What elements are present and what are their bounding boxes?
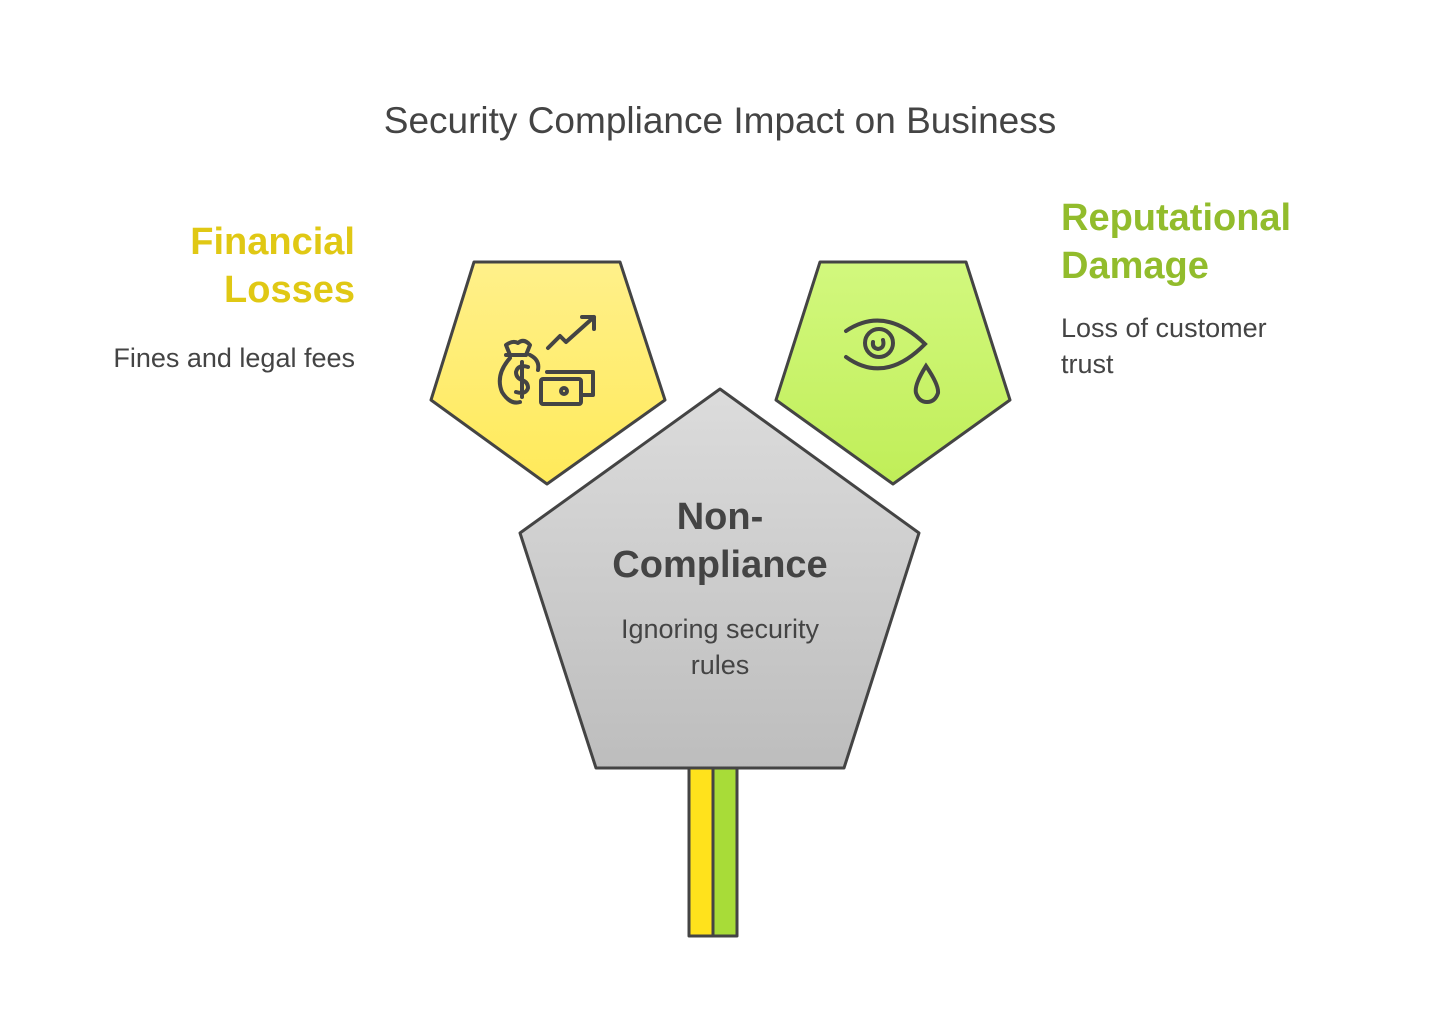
financial-title-2: Losses xyxy=(224,269,355,311)
center-title-1: Non- xyxy=(676,496,764,538)
reputational-title-1: Reputational xyxy=(1061,197,1292,239)
stem-yellow xyxy=(687,766,715,938)
center-label: Non- Compliance Ignoring security rules xyxy=(560,493,880,683)
reputational-damage-label: Reputational Damage Loss of customer tru… xyxy=(1061,194,1291,382)
reputational-title-2: Damage xyxy=(1061,245,1209,287)
stem-green xyxy=(711,766,739,938)
reputational-description-2: trust xyxy=(1061,349,1114,379)
center-description-1: Ignoring security xyxy=(620,614,820,644)
financial-description: Fines and legal fees xyxy=(113,343,355,373)
center-description-2: rules xyxy=(690,650,750,680)
page-title: Security Compliance Impact on Business xyxy=(383,100,1057,141)
reputational-description-1: Loss of customer xyxy=(1061,313,1267,343)
financial-losses-label: Financial Losses Fines and legal fees xyxy=(113,218,355,376)
crying-eye-icon xyxy=(844,318,941,405)
center-pentagon xyxy=(518,387,921,770)
financial-title-1: Financial xyxy=(190,221,355,263)
center-title-2: Compliance xyxy=(612,544,828,586)
money-bag-growth-icon xyxy=(497,315,596,406)
reputational-pentagon xyxy=(774,260,1012,486)
